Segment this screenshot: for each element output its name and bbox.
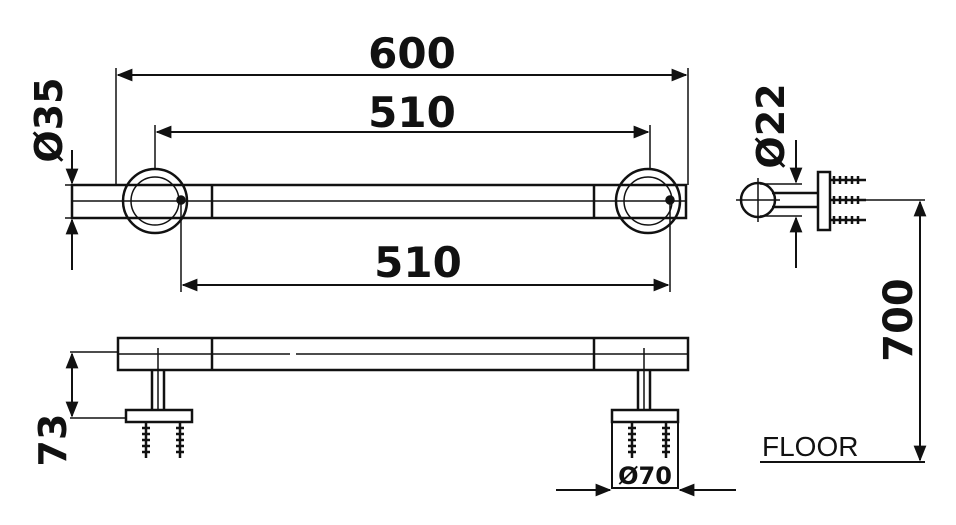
bracket-left-screw-1 — [142, 422, 150, 458]
dim-text-d70: Ø70 — [618, 462, 672, 490]
dim-text-510-top: 510 — [368, 88, 456, 137]
bracket-right-plate — [610, 408, 680, 424]
side-screw-1 — [830, 176, 866, 184]
side-view — [736, 170, 925, 463]
dim-text-700: 700 — [876, 278, 922, 362]
side-screw-3 — [830, 216, 866, 224]
flange-right-outer — [614, 167, 682, 235]
dim-text-73: 73 — [31, 414, 75, 467]
side-wall-plate — [816, 170, 832, 232]
front-view — [70, 336, 690, 489]
dim-text-600: 600 — [368, 29, 456, 78]
top-view — [65, 68, 689, 292]
top-view-dimensions — [65, 68, 688, 292]
dim-text-d22: Ø22 — [749, 83, 793, 168]
dim-text-510-bottom: 510 — [374, 238, 462, 287]
bracket-left-screw-2 — [176, 422, 184, 458]
floor-label: FLOOR — [762, 431, 858, 462]
dim-text-d35: Ø35 — [27, 77, 71, 162]
front-view-dimensions — [65, 352, 736, 497]
bracket-right-screw-1 — [628, 422, 636, 458]
bracket-right-flange-box — [611, 409, 679, 489]
side-view-dimensions — [789, 140, 927, 462]
bracket-right-screw-2 — [662, 422, 670, 458]
side-screw-2 — [830, 196, 866, 204]
bracket-left-plate — [124, 408, 194, 424]
